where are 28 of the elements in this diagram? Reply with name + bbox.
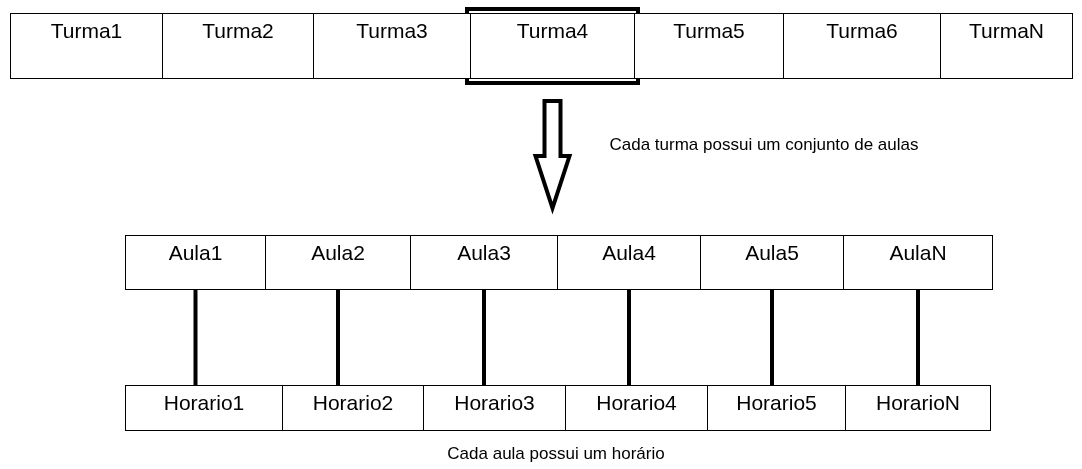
edge-label: Cada turma possui um conjunto de aulas (609, 134, 920, 156)
label-box: Aula4 (557, 235, 701, 290)
label-box: Aula1 (125, 235, 266, 290)
label-box: Horario4 (565, 385, 708, 431)
connector-line (482, 290, 486, 385)
connector-line (627, 290, 631, 385)
label-box: Aula3 (410, 235, 558, 290)
label-box: Horario2 (282, 385, 424, 431)
label-box: Horario1 (125, 385, 283, 431)
hollow-arrow (532, 99, 573, 215)
label-box: HorarioN (845, 385, 991, 431)
label-box: AulaN (843, 235, 993, 290)
label-box: Turma5 (634, 13, 784, 79)
label-box: Horario5 (707, 385, 846, 431)
label-box: Aula5 (700, 235, 844, 290)
label-box: Turma2 (162, 13, 314, 79)
label-box: Turma3 (313, 13, 471, 79)
label-box: Turma1 (10, 13, 163, 79)
label-box: Turma4 (470, 13, 635, 79)
connector-line (193, 290, 198, 385)
label-box: Aula2 (265, 235, 411, 290)
connector-line (916, 290, 920, 385)
label-box: Horario3 (423, 385, 566, 431)
connector-line (336, 290, 340, 385)
connector-line (770, 290, 774, 385)
label-box: Turma6 (783, 13, 941, 79)
label-box: TurmaN (940, 13, 1073, 79)
caption-note: Cada aula possui um horário (446, 443, 666, 465)
